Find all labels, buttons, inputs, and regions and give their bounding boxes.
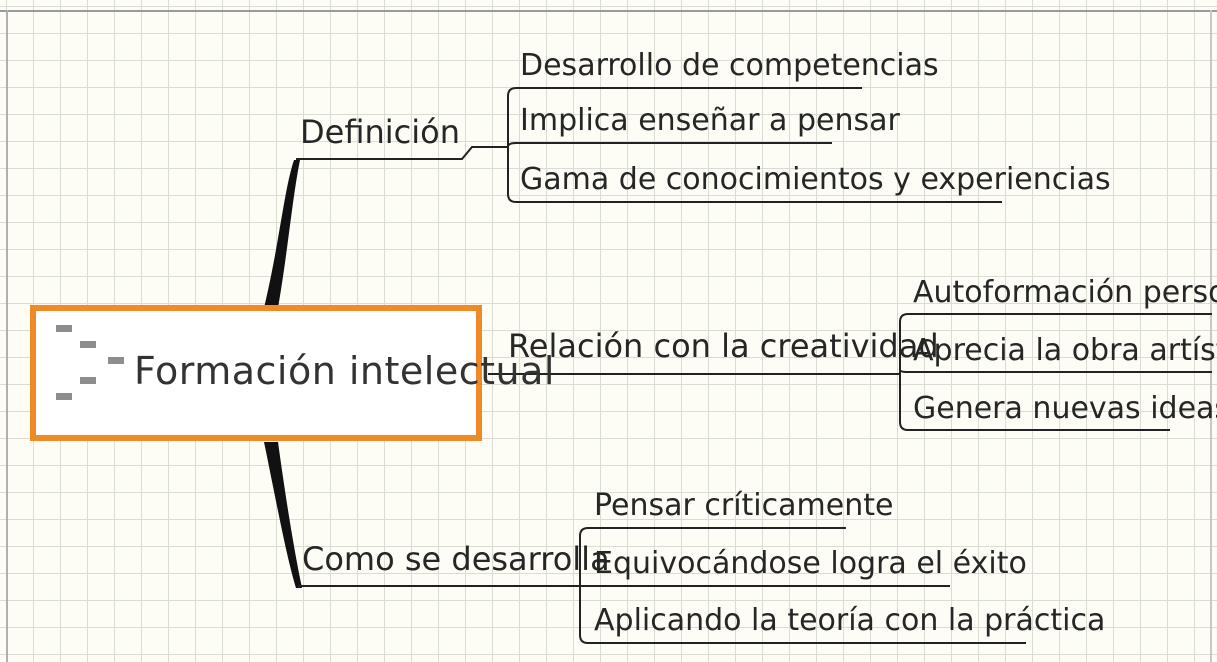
branch-connector-definicion <box>264 160 300 308</box>
mindmap-icon <box>50 323 130 413</box>
branch-como-se-desarrolla[interactable]: Como se desarrolla <box>302 540 610 578</box>
leaf-desarrollo-competencias[interactable]: Desarrollo de competencias <box>520 48 939 83</box>
underline-definicion <box>296 146 508 160</box>
leaf-gama-conocimientos[interactable]: Gama de conocimientos y experiencias <box>520 162 1111 197</box>
leaf-autoformacion[interactable]: Autoformación personal <box>913 275 1217 310</box>
leaf-implica-ensenar[interactable]: Implica enseñar a pensar <box>520 103 900 138</box>
leaf-equivocandose[interactable]: Equivocándose logra el éxito <box>594 546 1027 581</box>
branch-relacion-creatividad[interactable]: Relación con la creatividad <box>508 327 939 365</box>
branch-definicion[interactable]: Definición <box>300 113 460 151</box>
central-topic-title: Formación intelectual <box>134 349 555 393</box>
leaf-aprecia-obra[interactable]: Aprecia la obra artística <box>913 333 1217 368</box>
leaf-genera-ideas[interactable]: Genera nuevas ideas <box>913 391 1217 426</box>
leaf-aplicando-teoria[interactable]: Aplicando la teoría con la práctica <box>594 603 1106 638</box>
frame-top-border <box>0 10 1217 12</box>
central-topic[interactable]: Formación intelectual <box>30 305 554 441</box>
frame-left-border <box>6 10 8 662</box>
fan-definicion <box>507 87 517 203</box>
fan-relacion <box>899 313 909 431</box>
leaf-pensar-criticamente[interactable]: Pensar críticamente <box>594 488 894 523</box>
fan-desarrolla <box>579 527 589 644</box>
branch-connector-desarrolla <box>264 442 302 588</box>
frame-right-border <box>1210 10 1212 662</box>
